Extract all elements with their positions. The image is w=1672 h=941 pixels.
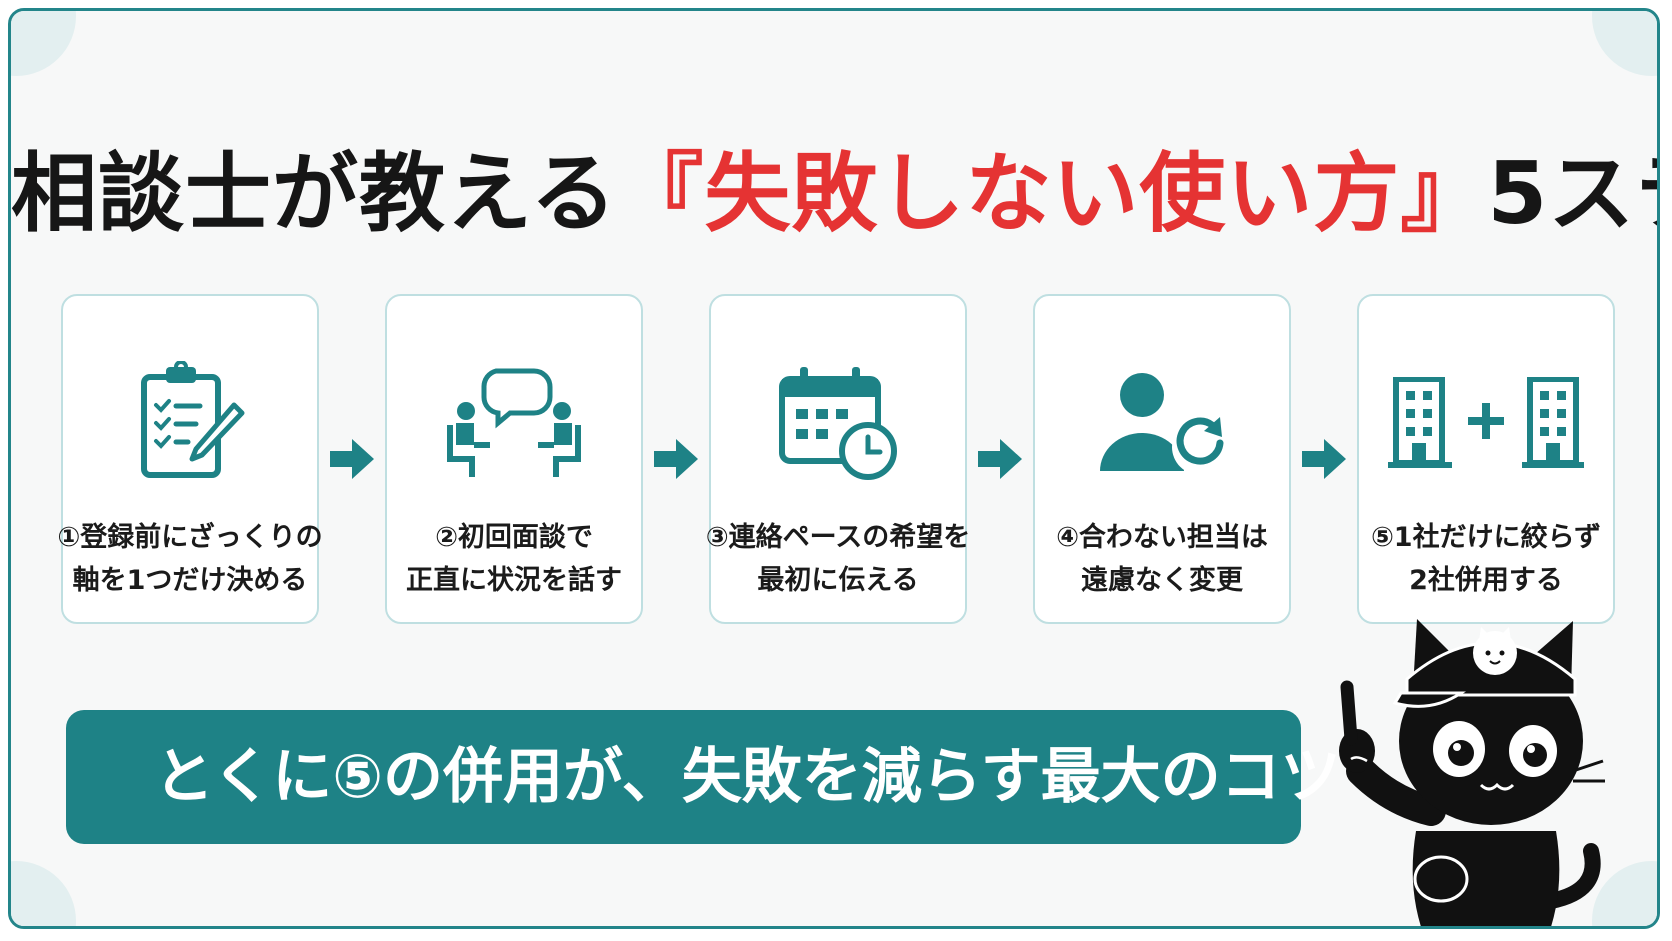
corner-decoration [11, 861, 76, 926]
infographic-frame: 相談士が教える『失敗しない使い方』5ステップ ①登録 [8, 8, 1660, 929]
step-label-2: ②初回面談で 正直に状況を話す [406, 522, 622, 596]
title-prefix: 相談士が教える [11, 144, 618, 244]
step-card-4: ④合わない担当は 遠慮なく変更 [1033, 294, 1291, 624]
step-card-3: ③連絡ペースの希望を 最初に伝える [706, 294, 970, 624]
step-card-2: ②初回面談で 正直に状況を話す [385, 294, 643, 624]
step-card-5: ⑤1社だけに絞らず 2社併用する [1357, 294, 1615, 624]
arrow-right-icon [967, 429, 1033, 489]
tip-banner-text: とくに⑤の併用が、失敗を減らす最大のコツ [154, 742, 1341, 812]
person-refresh-icon [1092, 358, 1232, 488]
black-cat-mascot-icon [1321, 601, 1621, 926]
steps-row: ①登録前にざっくりの 軸を1つだけ決める [57, 293, 1621, 625]
corner-decoration [1592, 11, 1657, 76]
corner-decoration [11, 11, 76, 76]
title-accent: 『失敗しない使い方』 [617, 144, 1488, 244]
step-label-3: ③連絡ペースの希望を 最初に伝える [705, 522, 971, 596]
arrow-right-icon [319, 429, 385, 489]
arrow-right-icon [643, 429, 709, 489]
step-card-1: ①登録前にざっくりの 軸を1つだけ決める [57, 294, 323, 624]
page-title: 相談士が教える『失敗しない使い方』5ステップ [11, 123, 1657, 248]
meeting-conversation-icon [444, 358, 584, 488]
title-suffix: 5ステップ [1487, 144, 1657, 244]
clipboard-checklist-icon [120, 358, 260, 488]
step-label-4: ④合わない担当は 遠慮なく変更 [1056, 522, 1268, 596]
two-buildings-plus-icon [1388, 358, 1584, 488]
arrow-right-icon [1291, 429, 1357, 489]
step-label-5: ⑤1社だけに絞らず 2社併用する [1370, 522, 1602, 596]
step-label-1: ①登録前にざっくりの 軸を1つだけ決める [57, 522, 323, 596]
calendar-clock-icon [768, 358, 908, 488]
tip-banner: とくに⑤の併用が、失敗を減らす最大のコツ [66, 710, 1341, 844]
